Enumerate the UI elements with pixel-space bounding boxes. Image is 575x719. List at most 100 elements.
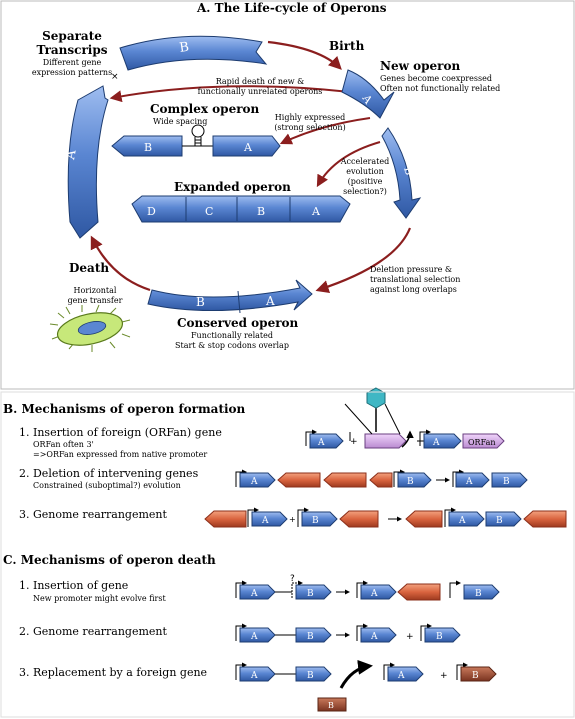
b3-plus: + — [289, 515, 296, 524]
accelerated-2: evolution — [346, 167, 384, 176]
new-operon-sub-1: Genes become coexpressed — [380, 74, 492, 83]
expanded-c-label: C — [205, 205, 213, 218]
c1-sub: New promoter might evolve first — [33, 594, 166, 603]
bacterium-icon — [49, 304, 131, 352]
b2-title: 2. Deletion of intervening genes — [19, 467, 199, 480]
gene-a-left — [67, 85, 109, 239]
b2-result-a: A — [465, 477, 473, 487]
conserved-b-label: B — [196, 295, 205, 309]
new-operon-title: New operon — [380, 59, 460, 73]
c3-diagram — [235, 659, 497, 712]
complex-gene-a — [212, 135, 281, 157]
c1-title: 1. Insertion of gene — [19, 579, 128, 592]
c2-title: 2. Genome rearrangement — [19, 625, 167, 638]
separate-sub-1: Different gene — [43, 58, 102, 67]
deletion-3: against long overlaps — [370, 285, 457, 294]
rapid-death-2: functionally unrelated operons — [198, 87, 323, 96]
gene-a-right — [341, 69, 395, 119]
b3-result-b: B — [496, 516, 503, 526]
b1-sub-1: ORFan often 3' — [33, 440, 94, 449]
deletion-2: translational selection — [370, 275, 460, 284]
c1-result-b: B — [475, 589, 482, 599]
b1-title: 1. Insertion of foreign (ORFan) gene — [19, 426, 222, 439]
accelerated-1: Accelerated — [340, 157, 389, 166]
b1-diagram — [305, 387, 505, 449]
conserved-operon-bar — [147, 279, 313, 312]
horizontal-2: gene transfer — [68, 296, 123, 305]
sections-bc-frame — [0, 391, 575, 718]
b2-gene-a: A — [250, 477, 258, 487]
b3-gene-a: A — [261, 516, 269, 526]
expanded-title: Expanded operon — [174, 180, 291, 194]
b2-diagram — [235, 469, 528, 488]
section-a-title: A. The Life-cycle of Operons — [196, 1, 387, 15]
complex-gene-b-label: B — [144, 141, 152, 154]
expanded-a-label: A — [311, 205, 321, 218]
c3-gene-a: A — [250, 671, 258, 681]
accelerated-4: selection?) — [343, 187, 387, 196]
gene-b-top-label: B — [178, 40, 190, 56]
separate-title-2: Transcrips — [37, 43, 108, 57]
c1-result-a: A — [370, 589, 378, 599]
c3-result-a: A — [397, 671, 405, 681]
gene-a-left-label: A — [63, 148, 80, 161]
b3-title: 3. Genome rearrangement — [19, 508, 167, 521]
b2-result-b: B — [503, 477, 510, 487]
conserved-title: Conserved operon — [177, 316, 299, 330]
c2-gene-b: B — [307, 632, 314, 642]
b3-result-a: A — [458, 516, 466, 526]
b1-orfan: ORFan — [468, 438, 496, 447]
c2-result-b: B — [436, 632, 443, 642]
gene-b-right-label: B — [401, 165, 416, 176]
c1-gene-a: A — [250, 589, 258, 599]
expanded-d-label: D — [147, 205, 156, 218]
b3-diagram — [204, 507, 567, 528]
c3-title: 3. Replacement by a foreign gene — [19, 666, 207, 679]
rapid-death-arrow — [109, 85, 351, 103]
complex-arrow — [279, 117, 371, 145]
c3-plus: + — [440, 671, 448, 681]
complex-gene-a-label: A — [243, 141, 253, 154]
expanded-operon-bar — [131, 195, 351, 223]
c2-gene-a: A — [250, 632, 258, 642]
c1-gene-b: B — [307, 589, 314, 599]
separate-sub-2: expression patterns — [32, 68, 112, 77]
b2-gene-b: B — [407, 477, 414, 487]
conserved-sub-1: Functionally related — [191, 331, 273, 340]
c1-diagram — [235, 580, 500, 601]
new-operon-sub-2: Often not functionally related — [380, 84, 500, 93]
conserved-divider — [237, 290, 241, 314]
complex-sub: Wide spacing — [153, 117, 207, 126]
birth-label: Birth — [329, 39, 365, 53]
cross-mark: × — [111, 72, 119, 82]
highly-2: (strong selection) — [274, 123, 345, 132]
separate-title-1: Separate — [42, 29, 102, 43]
conserved-sub-2: Start & stop codons overlap — [175, 341, 289, 350]
section-b-title: B. Mechanisms of operon formation — [3, 402, 246, 416]
b1-gene-a: A — [317, 438, 325, 448]
c2-plus: + — [406, 632, 414, 642]
conserved-a-label: A — [265, 294, 275, 308]
accelerated-3: (positive — [348, 177, 383, 186]
expanded-arrow — [316, 141, 381, 188]
rapid-death-1: Rapid death of new & — [216, 77, 305, 86]
c3-foreign-b: B — [328, 701, 334, 710]
gene-b-top — [119, 35, 268, 71]
c2-diagram — [235, 623, 461, 643]
complex-title: Complex operon — [150, 102, 260, 116]
b1-plus: + — [350, 437, 358, 447]
section-a-frame — [0, 0, 575, 390]
b1-sub-2: =>ORFan expressed from native promoter — [33, 450, 207, 459]
b1-result-a: A — [432, 438, 440, 448]
birth-arrow — [267, 40, 342, 70]
horizontal-1: Horizontal — [74, 286, 117, 295]
terminator-hairpin-icon — [191, 124, 205, 146]
highly-1: Highly expressed — [275, 113, 345, 122]
b2-sub: Constrained (suboptimal?) evolution — [33, 481, 181, 490]
c3-result-b: B — [472, 671, 479, 681]
death-label: Death — [69, 261, 109, 275]
death-arrow — [90, 235, 151, 292]
section-c-title: C. Mechanisms of operon death — [3, 553, 216, 567]
deletion-arrow — [315, 227, 412, 294]
